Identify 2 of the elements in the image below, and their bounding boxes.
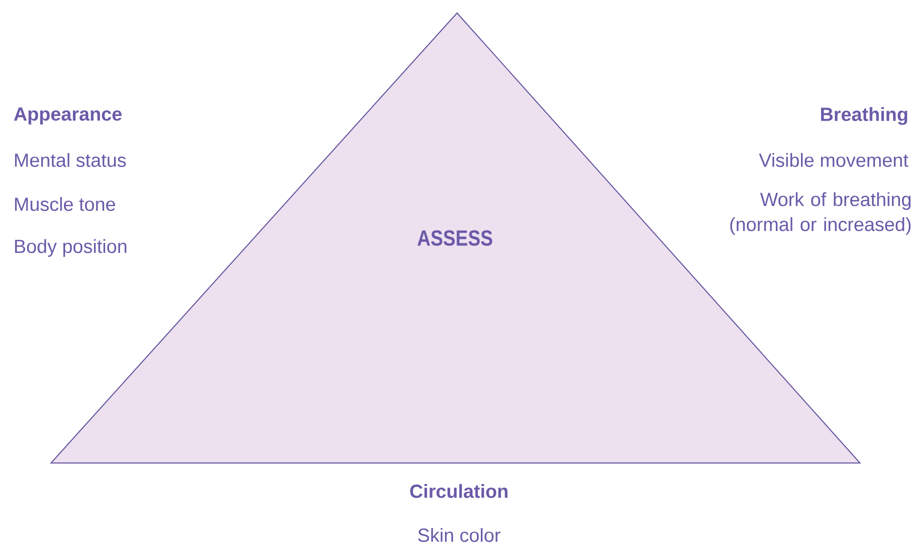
heading: Circulation — [410, 484, 508, 498]
list-item: Skin color — [418, 528, 500, 542]
